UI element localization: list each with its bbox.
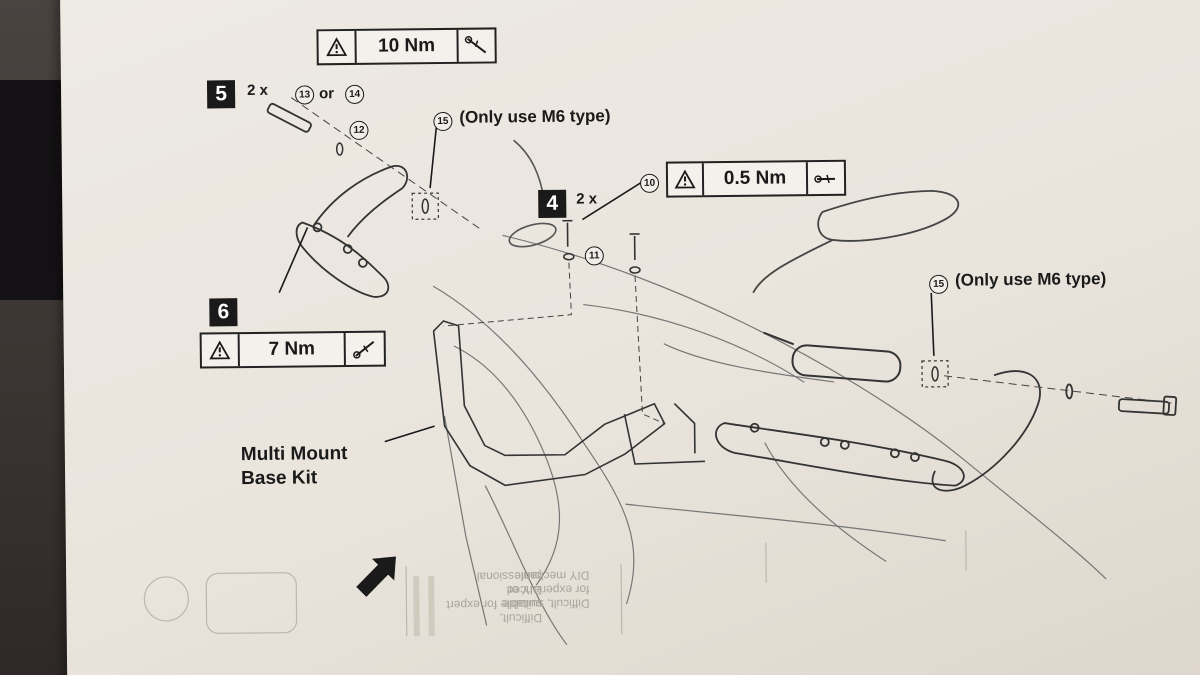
- right-bolt-head: [1162, 395, 1178, 416]
- kit-label-line1: Multi Mount: [240, 443, 348, 466]
- bracket-step: [623, 413, 706, 465]
- step-5-number: 5: [206, 80, 236, 109]
- left-guard-hole-3: [357, 257, 368, 268]
- footer-divider-1: [405, 566, 408, 637]
- step-5-qty: 2 x: [246, 81, 269, 100]
- washer-1: [563, 252, 575, 261]
- part-11-ref: 11: [584, 246, 604, 266]
- warning-triangle-icon: [667, 163, 705, 196]
- step-4-number: 4: [538, 189, 567, 219]
- note-left-text: (Only use M6 type): [459, 106, 611, 127]
- part-15-ref-right: 15: [929, 274, 949, 294]
- torque-value-05nm: 0.5 Nm: [723, 167, 787, 190]
- footer-line: Difficult,: [499, 610, 543, 626]
- right-grip-outline: [791, 344, 902, 383]
- guard-hole-5: [910, 452, 920, 462]
- part-13-ref: 13: [295, 85, 315, 105]
- torque-box-05nm: 0.5 Nm: [665, 159, 847, 198]
- left-guard-hole-2: [342, 244, 353, 254]
- torque-value-10nm: 10 Nm: [377, 35, 436, 57]
- note-right-text: (Only use M6 type): [954, 269, 1107, 290]
- left-guard-hole-1: [312, 222, 323, 233]
- warning-triangle-icon: [201, 334, 240, 367]
- step-6-number: 6: [209, 298, 238, 327]
- handlebar-line: [663, 343, 835, 383]
- leader-kit: [384, 425, 435, 443]
- right-washer: [1065, 383, 1074, 400]
- footer-line: suitable for expert: [446, 596, 542, 612]
- footer-icon-circle: [143, 576, 189, 622]
- warning-triangle-icon: [318, 30, 357, 64]
- step4-path-2: [634, 275, 665, 425]
- footer-line: DIY or: [507, 582, 542, 598]
- guard-hole-4: [889, 448, 900, 459]
- right-guard-bar: [715, 422, 965, 487]
- step4-path-1: [443, 262, 572, 327]
- left-washer: [335, 142, 344, 156]
- footer-mirrored-block-2: Difficult, suitable for expert DIY or pr…: [446, 569, 542, 626]
- torque-value-7nm: 7 Nm: [268, 338, 316, 360]
- part-10-ref: 10: [639, 173, 660, 193]
- footer-line: professional: [476, 568, 542, 584]
- left-insert-box: [411, 192, 440, 220]
- torque-wrench-icon: [808, 162, 844, 194]
- left-guard-bar: [295, 221, 390, 298]
- left-bolt: [266, 102, 312, 133]
- right-grip-bar: [763, 331, 795, 346]
- guard-hole-2: [819, 437, 830, 447]
- right-mirror-stem: [752, 239, 834, 294]
- leader-step4: [582, 178, 648, 221]
- guard-hole-3: [839, 439, 850, 450]
- torque-box-10nm: 10 Nm: [316, 27, 497, 66]
- leader-right-note: [930, 292, 935, 356]
- fork-left-line: [443, 415, 488, 626]
- torque-box-7nm: 7 Nm: [199, 330, 386, 369]
- leader-left-note: [429, 125, 438, 189]
- footer-divider-2: [620, 564, 623, 635]
- left-insert: [421, 198, 430, 214]
- base-kit-bracket: [432, 320, 666, 487]
- left-grip: [508, 222, 557, 248]
- footer-icon-frame-1: [205, 572, 298, 634]
- part-14-ref: 14: [345, 84, 365, 105]
- part-15-ref-left: 15: [433, 111, 453, 132]
- part-12-ref: 12: [349, 120, 369, 140]
- right-bolt-shaft: [1117, 398, 1170, 415]
- right-insert-box: [921, 360, 949, 388]
- torque-wrench-icon: [458, 29, 494, 61]
- washer-2: [629, 266, 641, 274]
- left-guard-upper: [311, 164, 409, 238]
- left-axis-line: [290, 97, 483, 231]
- right-guard-outline: [931, 370, 1041, 492]
- bracket-flange: [673, 403, 696, 454]
- tank-line: [502, 234, 1107, 580]
- step-5-or-text: or: [319, 85, 335, 103]
- step-4-qty: 2 x: [576, 190, 598, 208]
- right-insert: [931, 366, 939, 382]
- kit-label-line2: Base Kit: [241, 467, 318, 490]
- fairing-line: [432, 285, 635, 605]
- body-curve-line: [764, 442, 887, 562]
- direction-arrow-icon: [356, 556, 396, 597]
- torque-wrench-icon: [346, 333, 384, 365]
- instruction-sheet: 5 2 x 13 or 14 12 10 Nm 15 (Only use M6 …: [60, 0, 1200, 675]
- fork-line: [484, 485, 568, 646]
- lower-body-line: [625, 503, 946, 542]
- dash-line: [583, 303, 805, 383]
- right-mirror-head: [817, 189, 960, 242]
- guard-hole-1: [749, 422, 760, 433]
- motorcycle-line-drawing: [143, 97, 1178, 646]
- leader-step6: [278, 227, 309, 294]
